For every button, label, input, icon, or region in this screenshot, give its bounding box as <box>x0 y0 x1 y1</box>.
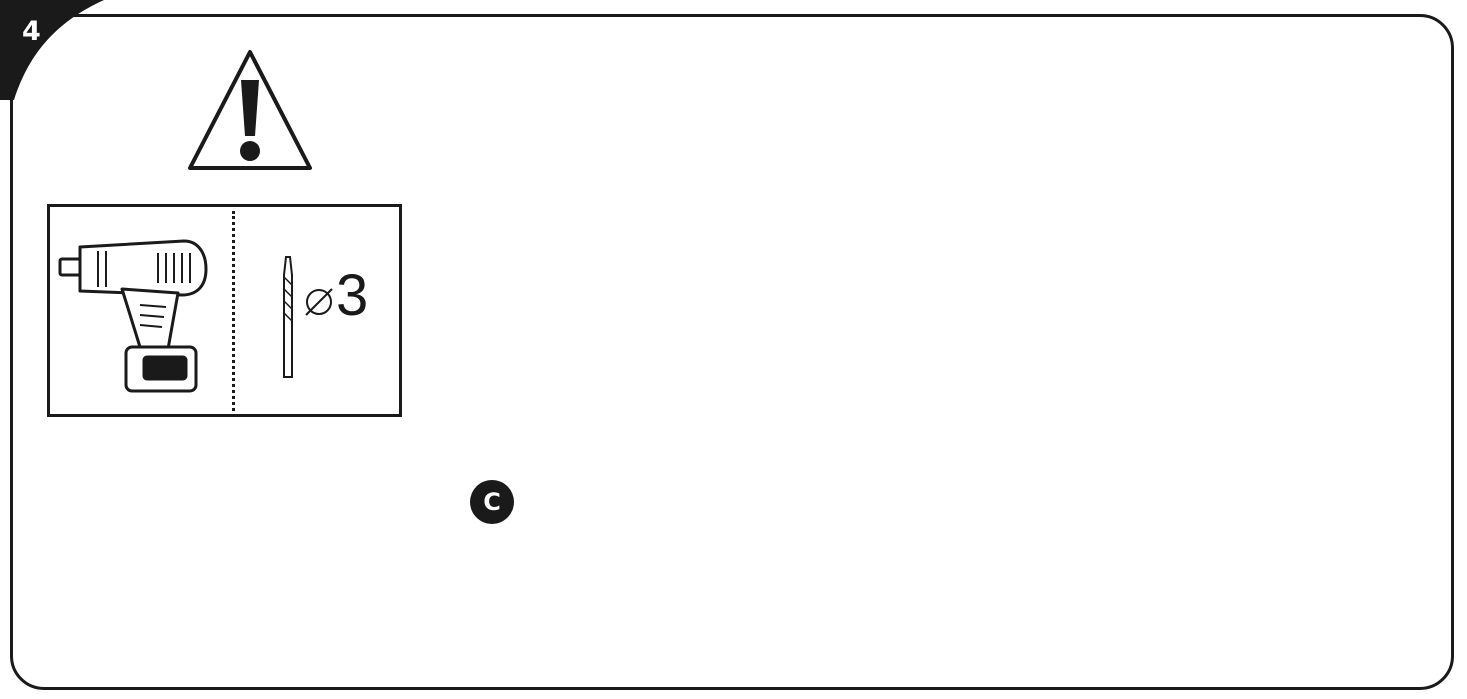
power-drill-icon <box>58 239 208 393</box>
step-tab <box>0 0 104 100</box>
tools-divider <box>232 211 235 411</box>
warning-triangle-icon <box>188 50 312 170</box>
diameter-symbol-icon <box>305 288 333 316</box>
bit-diameter-value: 3 <box>336 263 369 328</box>
callout-badge-c: C <box>470 480 514 524</box>
drill-bit-icon <box>283 256 293 378</box>
required-tools-box: 3 <box>47 204 402 417</box>
step-number: 4 <box>22 16 41 47</box>
